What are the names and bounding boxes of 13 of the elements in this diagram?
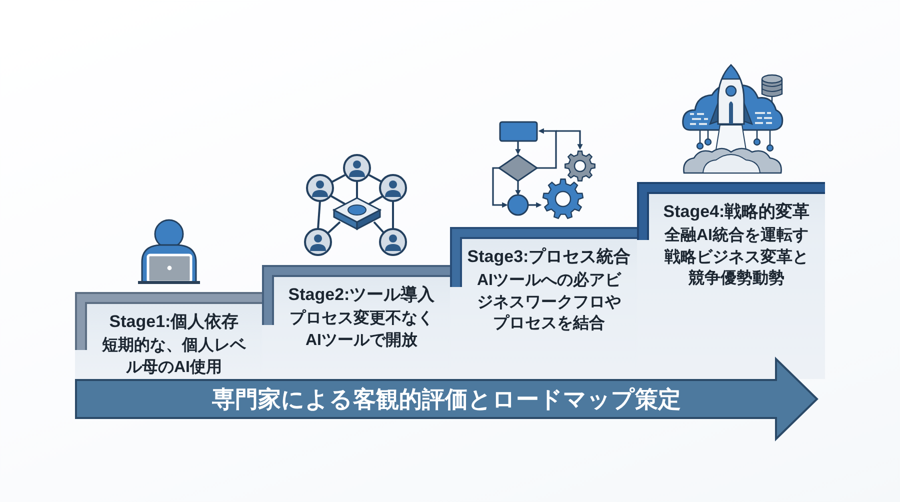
banner-text: 専門家による客観的評価とロードマップ策定 bbox=[212, 385, 681, 413]
stair-step bbox=[75, 292, 262, 379]
stage-description: 全融AI統合を運転す戦略ビジネス変革と競争優勢動勢 bbox=[663, 226, 810, 289]
stage-heading: Stage4:戦略的変革 bbox=[663, 201, 810, 223]
arrow-banner bbox=[75, 358, 818, 440]
stage-description: AIツールへの必アビジネスワークフロやプロセスを結合 bbox=[476, 270, 622, 334]
stair-step bbox=[637, 182, 825, 379]
stage-description: 短期的な、個人レベル母のAI使用 bbox=[100, 336, 247, 378]
stage-description: プロセス変更不なくAIツールで開放 bbox=[288, 308, 434, 350]
stage-heading: Stage1:個人依存 bbox=[109, 311, 239, 333]
stage-heading: Stage2:ツール導入 bbox=[288, 284, 435, 306]
stage-heading: Stage3:プロセス統合 bbox=[467, 246, 631, 268]
stair-step bbox=[262, 265, 450, 379]
